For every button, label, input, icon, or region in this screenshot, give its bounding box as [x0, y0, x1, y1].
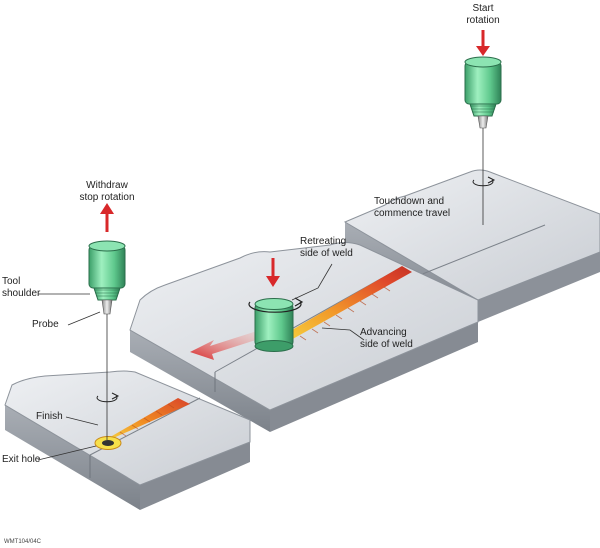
tool-withdraw	[88, 203, 126, 440]
plate-start-right-side	[478, 252, 600, 322]
plate-middle-front-side	[130, 330, 270, 432]
plate-middle	[129, 242, 479, 432]
label-withdraw: Withdraw stop rotation	[79, 180, 135, 203]
plate-finish	[4, 370, 251, 510]
label-figure-code: WMT104/04C	[4, 539, 42, 545]
label-touchdown: Touchdown and commence travel	[374, 196, 451, 219]
plate-start-top	[343, 169, 600, 301]
label-exit-hole: Exit hole	[2, 454, 41, 465]
label-probe: Probe	[32, 319, 59, 330]
weld-bead-middle	[282, 266, 412, 345]
label-advancing-side: Advancing side of weld	[360, 327, 413, 350]
tool-middle	[248, 258, 304, 352]
rotation-arrow-icon	[96, 395, 118, 403]
probe	[101, 299, 113, 315]
rotation-arrow-icon	[248, 301, 302, 313]
plate-finish-front-side	[5, 405, 140, 510]
plate-finish-right-side	[140, 442, 250, 510]
label-finish: Finish	[36, 411, 63, 422]
label-start-rotation: Start rotation	[466, 3, 500, 26]
leader-lines	[37, 263, 365, 461]
tool-start	[464, 30, 502, 225]
weld-bead-finish	[100, 398, 190, 444]
travel-direction-arrow-icon	[190, 330, 262, 360]
plate-start-joint-line	[419, 224, 546, 276]
label-retreating-side: Retreating side of weld	[300, 236, 353, 259]
rotation-arrow-icon	[472, 179, 494, 187]
label-tool-shoulder: Tool shoulder	[2, 276, 41, 299]
plate-middle-right-side	[270, 322, 478, 432]
